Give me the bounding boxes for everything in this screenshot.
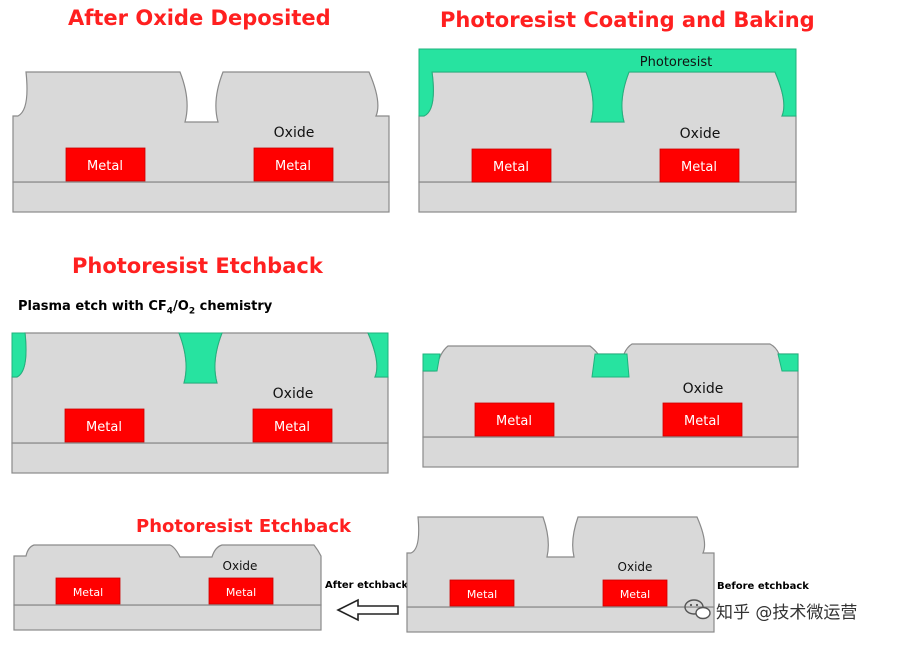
metal-label: Metal — [274, 420, 310, 435]
plasma-caption-sub-2: 2 — [188, 306, 196, 317]
after-etchback-caption: After etchback — [325, 580, 409, 591]
substrate — [12, 181, 390, 213]
metal-label: Metal — [467, 588, 497, 601]
substrate — [406, 606, 715, 633]
title-oxide-deposited: After Oxide Deposited — [68, 6, 331, 30]
panel-before-etchback: Metal Metal Oxide — [406, 516, 715, 633]
metal-block — [252, 408, 333, 443]
metal-block — [64, 408, 145, 443]
panel-etchback-further: Metal Metal Oxide — [422, 343, 799, 468]
substrate — [422, 436, 799, 468]
metal-label: Metal — [681, 160, 717, 175]
panel-coating-baking: Metal Metal Oxide Photoresist — [418, 48, 797, 213]
plasma-caption-sub-4: 4 — [166, 306, 174, 317]
oxide-label: Oxide — [274, 125, 315, 141]
metal-block — [471, 148, 552, 183]
title-etchback-2: Photoresist Etchback — [136, 516, 351, 537]
title-coating-baking: Photoresist Coating and Baking — [440, 8, 815, 32]
metal-block — [474, 402, 555, 437]
photoresist-remnant — [367, 332, 389, 378]
metal-label: Metal — [226, 586, 256, 599]
title-etchback-1: Photoresist Etchback — [72, 254, 323, 278]
plasma-caption-mid: /O — [173, 299, 189, 314]
oxide-label: Oxide — [223, 559, 258, 573]
metal-block — [602, 579, 668, 607]
metal-label: Metal — [86, 420, 122, 435]
oxide-label: Oxide — [683, 381, 724, 397]
oxide-label: Oxide — [273, 386, 314, 402]
substrate — [11, 442, 389, 474]
left-arrow-icon — [336, 598, 399, 622]
plasma-caption-post: chemistry — [195, 299, 273, 314]
photoresist-remnant — [591, 353, 630, 378]
oxide-label: Oxide — [618, 560, 653, 574]
panel-oxide-deposited: Metal Metal Oxide — [12, 71, 390, 213]
plasma-caption-pre: Plasma etch with CF — [18, 299, 167, 314]
plasma-caption: Plasma etch with CF4/O2 chemistry — [18, 299, 272, 317]
metal-block — [253, 147, 334, 182]
photoresist-remnant — [178, 332, 223, 384]
panel-after-etchback: Metal Metal Oxide — [13, 544, 322, 631]
metal-label: Metal — [620, 588, 650, 601]
wechat-icon — [684, 599, 711, 620]
watermark: 知乎 @技术微运营 — [716, 603, 858, 623]
metal-label: Metal — [496, 414, 532, 429]
photoresist-remnant — [422, 353, 441, 372]
metal-block — [208, 577, 274, 605]
metal-label: Metal — [493, 160, 529, 175]
metal-label: Metal — [87, 159, 123, 174]
substrate — [418, 181, 797, 213]
metal-block — [449, 579, 515, 607]
photoresist-layer — [418, 48, 797, 123]
oxide-label: Oxide — [680, 126, 721, 142]
metal-label: Metal — [684, 414, 720, 429]
metal-block — [662, 402, 743, 437]
metal-block — [55, 577, 121, 605]
metal-block — [659, 148, 740, 183]
metal-block — [65, 147, 146, 182]
before-etchback-caption: Before etchback — [717, 581, 809, 592]
metal-label: Metal — [73, 586, 103, 599]
photoresist-remnant — [11, 332, 27, 378]
photoresist-remnant — [777, 353, 799, 372]
substrate — [13, 604, 322, 631]
photoresist-label: Photoresist — [640, 55, 712, 70]
metal-label: Metal — [275, 159, 311, 174]
panel-etchback-progress: Metal Metal Oxide — [11, 332, 389, 474]
